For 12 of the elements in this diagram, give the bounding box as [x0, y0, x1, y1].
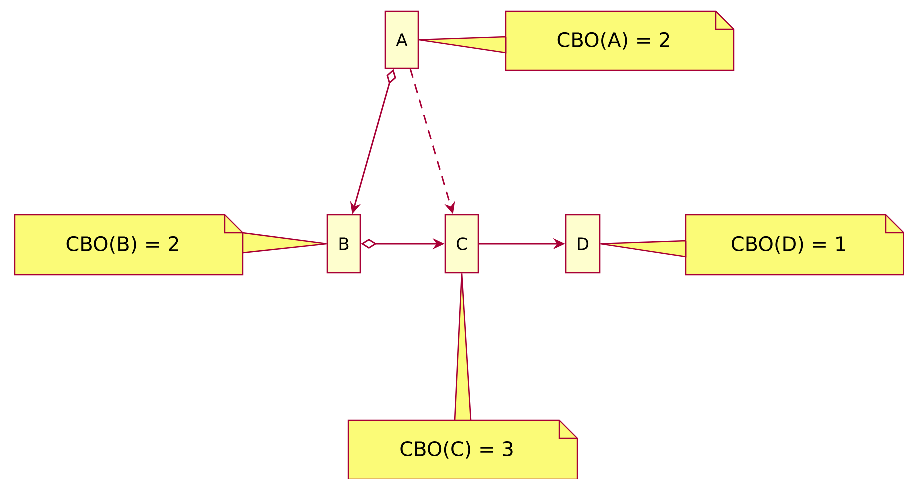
note-connector: [242, 232, 328, 254]
note: CBO(D) = 1: [685, 214, 904, 276]
class-box: C: [444, 214, 480, 274]
class-box: D: [565, 214, 601, 274]
note-connector: [418, 36, 507, 54]
class-box: A: [384, 10, 420, 70]
note-connector: [600, 240, 687, 258]
note: CBO(C) = 3: [348, 420, 578, 479]
class-box: B: [326, 214, 362, 274]
note-connector: [454, 273, 472, 422]
note: CBO(A) = 2: [505, 10, 735, 72]
note: CBO(B) = 2: [14, 214, 244, 276]
